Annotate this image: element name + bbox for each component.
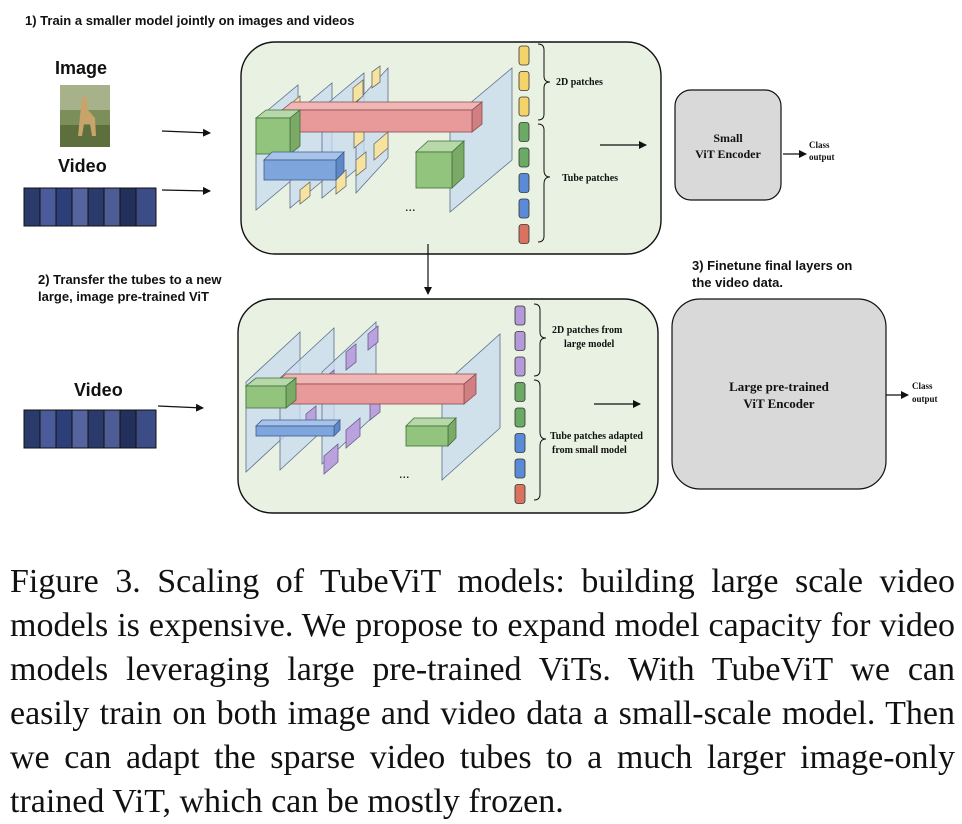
video-arrow-top [161,186,211,195]
bottom-2d-patches-label-line2: large model [564,339,614,350]
token-1 [514,305,526,326]
small-vit-encoder [674,89,782,201]
image-arrow [161,128,211,137]
token-5 [518,147,530,168]
small-class-output-line1: Class [809,140,830,150]
large-vit-encoder [671,298,887,490]
figure-caption: Figure 3. Scaling of TubeViT models: bui… [10,563,955,820]
token-6 [514,433,526,453]
step2-label-line2: large, image pre-trained ViT [38,289,209,304]
top-green-tube-small [254,109,302,155]
token-7 [514,458,526,479]
small-encoder-label-line1: Small [713,131,743,145]
large-encoder-label-line1: Large pre-trained [729,379,830,394]
video-input-label-bottom: Video [74,380,123,400]
large-encoder-label-line2: ViT Encoder [743,396,814,411]
top-ellipsis: ... [405,200,416,215]
video-frames-top [23,187,157,227]
bottom-tube-brace [533,379,547,501]
video-arrow-bottom [157,403,204,412]
token-4 [518,122,530,142]
step3-label-line1: 3) Finetune final layers on [692,258,852,273]
top-tube-brace [537,123,551,243]
token-3 [514,356,526,377]
bottom-green-cube [405,417,457,447]
bottom-tube-patches-label-line2: from small model [552,445,627,456]
small-class-output-line2: output [809,152,835,162]
bottom-ellipsis: ... [399,467,410,482]
token-5 [514,407,526,428]
token-3 [518,96,530,117]
step2-label-line1: 2) Transfer the tubes to a new [38,272,222,287]
token-6 [518,173,530,193]
top-red-tube [280,101,484,133]
bottom-green-tube-small [244,377,298,409]
top-tube-patches-label: Tube patches [562,173,618,184]
top-token-column [518,45,530,244]
giraffe-image-thumbnail [60,85,110,147]
video-input-label-top: Video [58,156,107,176]
step1-label: 1) Train a smaller model jointly on imag… [25,13,354,28]
token-2 [514,331,526,351]
bottom-2d-brace [533,303,547,377]
top-green-cube [414,140,466,189]
large-class-output-line2: output [912,394,938,404]
bottom-blue-tube [255,419,341,437]
token-4 [514,382,526,402]
bottom-red-tube [272,373,478,405]
token-8 [514,484,526,504]
top-2d-patches-label: 2D patches [556,77,603,88]
token-1 [518,45,530,66]
tubevit-diagram: 1) Train a smaller model jointly on imag… [23,13,938,514]
token-2 [518,71,530,91]
small-encoder-label-line2: ViT Encoder [695,147,761,161]
bottom-tube-patches-label-line1: Tube patches adapted [550,431,643,442]
top-blue-tube [263,151,345,181]
image-input-label: Image [55,58,107,78]
top-2d-brace [537,43,551,121]
token-7 [518,198,530,219]
token-8 [518,224,530,244]
bottom-2d-patches-label-line1: 2D patches from [552,325,623,336]
bottom-token-column [514,305,526,504]
step3-label-line2: the video data. [692,275,783,290]
video-frames-bottom [23,409,157,449]
large-class-output-line1: Class [912,381,933,391]
